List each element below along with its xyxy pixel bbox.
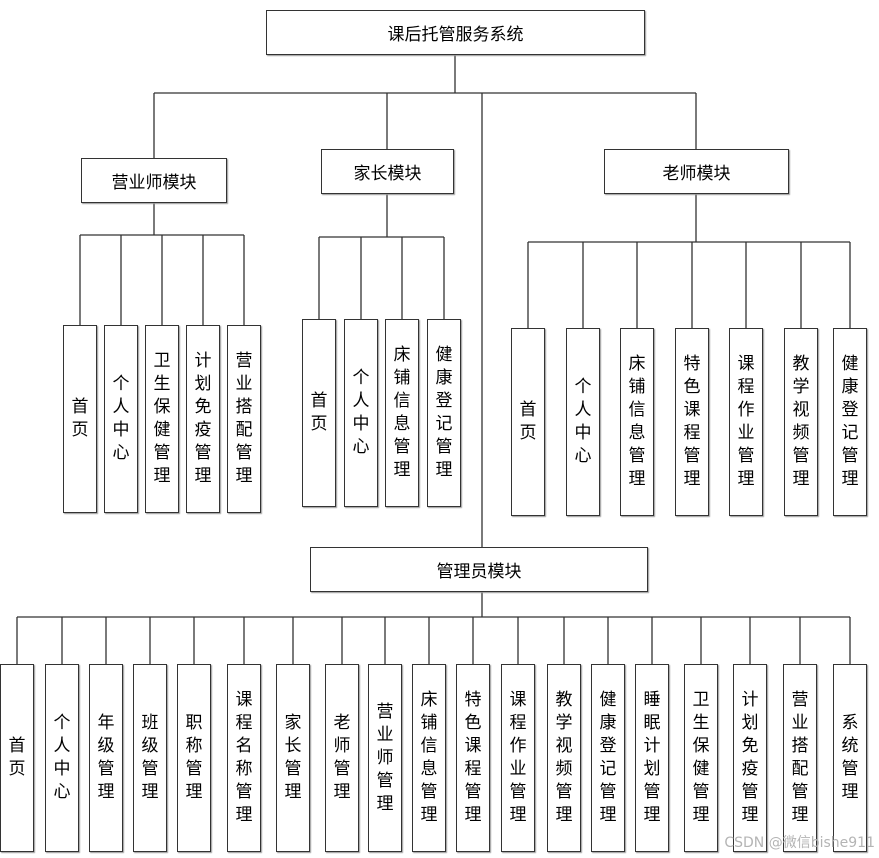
function-label: 睡眠计划管理 bbox=[643, 690, 661, 825]
function-label: 计划免疫管理 bbox=[194, 351, 212, 486]
function-node: 班级管理 bbox=[133, 664, 167, 852]
function-label: 床铺信息管理 bbox=[420, 690, 438, 825]
function-label: 课程作业管理 bbox=[509, 690, 527, 825]
function-node: 营业搭配管理 bbox=[783, 664, 817, 852]
function-label: 班级管理 bbox=[141, 713, 159, 802]
function-node: 特色课程管理 bbox=[456, 664, 490, 852]
function-label: 健康登记管理 bbox=[841, 354, 859, 489]
function-label: 床铺信息管理 bbox=[393, 345, 411, 480]
module-node: 家长模块 bbox=[321, 149, 454, 194]
function-label: 教学视频管理 bbox=[555, 690, 573, 825]
function-node: 卫生保健管理 bbox=[684, 664, 718, 852]
function-label: 课程名称管理 bbox=[235, 690, 253, 825]
function-label: 首页 bbox=[71, 397, 89, 440]
function-label: 床铺信息管理 bbox=[628, 354, 646, 489]
function-node: 卫生保健管理 bbox=[145, 325, 179, 513]
function-node: 计划免疫管理 bbox=[186, 325, 220, 513]
function-label: 职称管理 bbox=[185, 713, 203, 802]
function-label: 教学视频管理 bbox=[792, 354, 810, 489]
function-node: 个人中心 bbox=[45, 664, 79, 852]
function-node: 床铺信息管理 bbox=[620, 328, 654, 516]
function-label: 首页 bbox=[8, 736, 26, 779]
function-label: 卫生保健管理 bbox=[692, 690, 710, 825]
function-label: 健康登记管理 bbox=[599, 690, 617, 825]
function-label: 营业师管理 bbox=[376, 701, 394, 814]
function-node: 健康登记管理 bbox=[427, 319, 461, 507]
watermark: CSDN @微信bishe911 bbox=[724, 835, 875, 851]
module-node: 管理员模块 bbox=[310, 547, 648, 592]
function-label: 个人中心 bbox=[352, 368, 370, 457]
function-label: 首页 bbox=[310, 391, 328, 434]
function-node: 床铺信息管理 bbox=[385, 319, 419, 507]
function-node: 特色课程管理 bbox=[675, 328, 709, 516]
function-node: 首页 bbox=[0, 664, 34, 852]
function-label: 首页 bbox=[519, 400, 537, 443]
function-node: 床铺信息管理 bbox=[412, 664, 446, 852]
function-label: 特色课程管理 bbox=[683, 354, 701, 489]
function-node: 系统管理 bbox=[833, 664, 867, 852]
function-node: 健康登记管理 bbox=[833, 328, 867, 516]
function-label: 年级管理 bbox=[97, 713, 115, 802]
function-label: 家长管理 bbox=[284, 713, 302, 802]
function-node: 课程作业管理 bbox=[501, 664, 535, 852]
function-label: 系统管理 bbox=[841, 713, 859, 802]
function-node: 营业搭配管理 bbox=[227, 325, 261, 513]
function-label: 计划免疫管理 bbox=[741, 690, 759, 825]
function-label: 营业搭配管理 bbox=[235, 351, 253, 486]
module-node: 营业师模块 bbox=[81, 158, 227, 203]
function-label: 老师管理 bbox=[333, 713, 351, 802]
function-label: 个人中心 bbox=[53, 713, 71, 802]
function-label: 个人中心 bbox=[112, 374, 130, 463]
function-node: 首页 bbox=[63, 325, 97, 513]
function-label: 特色课程管理 bbox=[464, 690, 482, 825]
function-label: 营业搭配管理 bbox=[791, 690, 809, 825]
function-node: 职称管理 bbox=[177, 664, 211, 852]
root-node: 课后托管服务系统 bbox=[266, 10, 645, 55]
function-node: 教学视频管理 bbox=[784, 328, 818, 516]
function-node: 老师管理 bbox=[325, 664, 359, 852]
function-node: 个人中心 bbox=[566, 328, 600, 516]
function-node: 个人中心 bbox=[344, 319, 378, 507]
function-node: 家长管理 bbox=[276, 664, 310, 852]
function-node: 课程作业管理 bbox=[729, 328, 763, 516]
function-node: 计划免疫管理 bbox=[733, 664, 767, 852]
function-label: 个人中心 bbox=[574, 377, 592, 466]
function-node: 个人中心 bbox=[104, 325, 138, 513]
function-node: 课程名称管理 bbox=[227, 664, 261, 852]
function-node: 睡眠计划管理 bbox=[635, 664, 669, 852]
function-node: 教学视频管理 bbox=[547, 664, 581, 852]
function-label: 卫生保健管理 bbox=[153, 351, 171, 486]
function-node: 营业师管理 bbox=[368, 664, 402, 852]
module-node: 老师模块 bbox=[604, 149, 789, 194]
function-label: 课程作业管理 bbox=[737, 354, 755, 489]
function-node: 首页 bbox=[511, 328, 545, 516]
function-label: 健康登记管理 bbox=[435, 345, 453, 480]
function-node: 健康登记管理 bbox=[591, 664, 625, 852]
function-node: 首页 bbox=[302, 319, 336, 507]
function-node: 年级管理 bbox=[89, 664, 123, 852]
